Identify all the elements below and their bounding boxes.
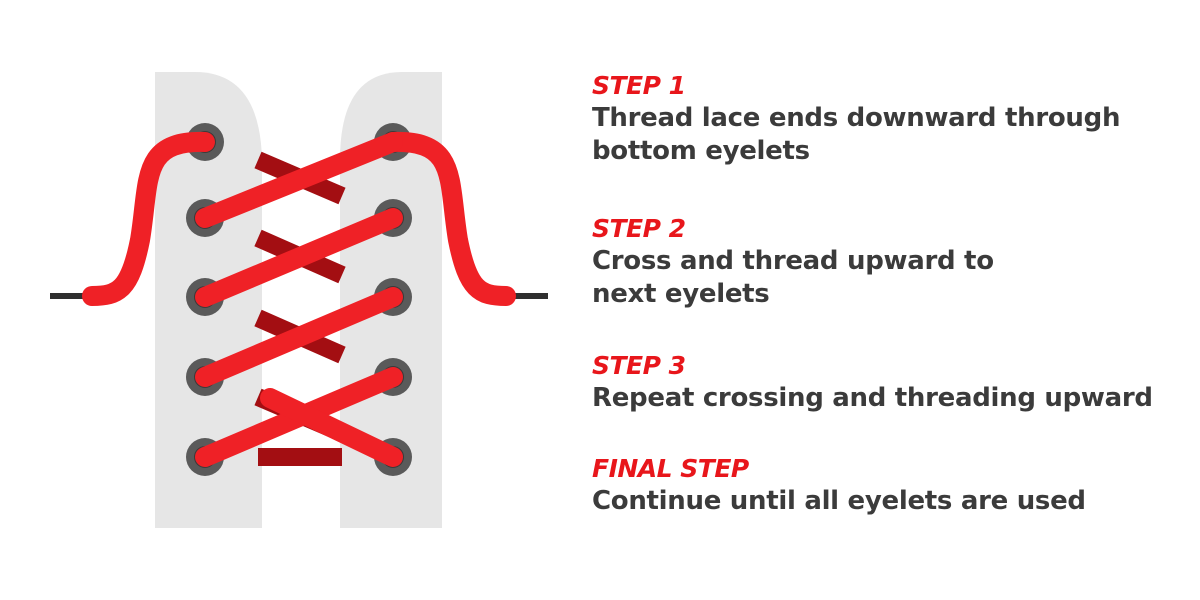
step-3: STEP 3 Repeat crossing and threading upw… bbox=[592, 350, 1192, 415]
step-3-heading: STEP 3 bbox=[592, 351, 686, 380]
bottom-right-crossing bbox=[260, 388, 403, 467]
final-step: FINAL STEP Continue until all eyelets ar… bbox=[592, 453, 1192, 518]
step-3-line-1: Repeat crossing and threading upward bbox=[592, 383, 1153, 413]
front-lace-segment bbox=[195, 208, 403, 307]
lace-icon bbox=[82, 131, 516, 306]
final-step-line-1: Continue until all eyelets are used bbox=[592, 486, 1086, 516]
front-lace-segment bbox=[195, 132, 403, 228]
step-1-line-2: bottom eyelets bbox=[592, 136, 810, 166]
step-2-line-1: Cross and thread upward to bbox=[592, 246, 994, 276]
front-lace-segment bbox=[260, 388, 403, 467]
final-step-heading: FINAL STEP bbox=[592, 454, 749, 483]
step-2-heading: STEP 2 bbox=[592, 214, 686, 243]
step-1-line-1: Thread lace ends downward through bbox=[592, 103, 1121, 133]
shoe-lacing-diagram bbox=[50, 72, 548, 528]
step-2-line-2: next eyelets bbox=[592, 279, 770, 309]
step-2: STEP 2 Cross and thread upward to next e… bbox=[592, 213, 1192, 311]
right-lace-end bbox=[383, 131, 516, 306]
step-1-heading: STEP 1 bbox=[592, 71, 686, 100]
left-lace-end bbox=[82, 131, 215, 306]
front-lace-segment bbox=[195, 287, 403, 387]
step-1: STEP 1 Thread lace ends downward through… bbox=[592, 70, 1192, 168]
